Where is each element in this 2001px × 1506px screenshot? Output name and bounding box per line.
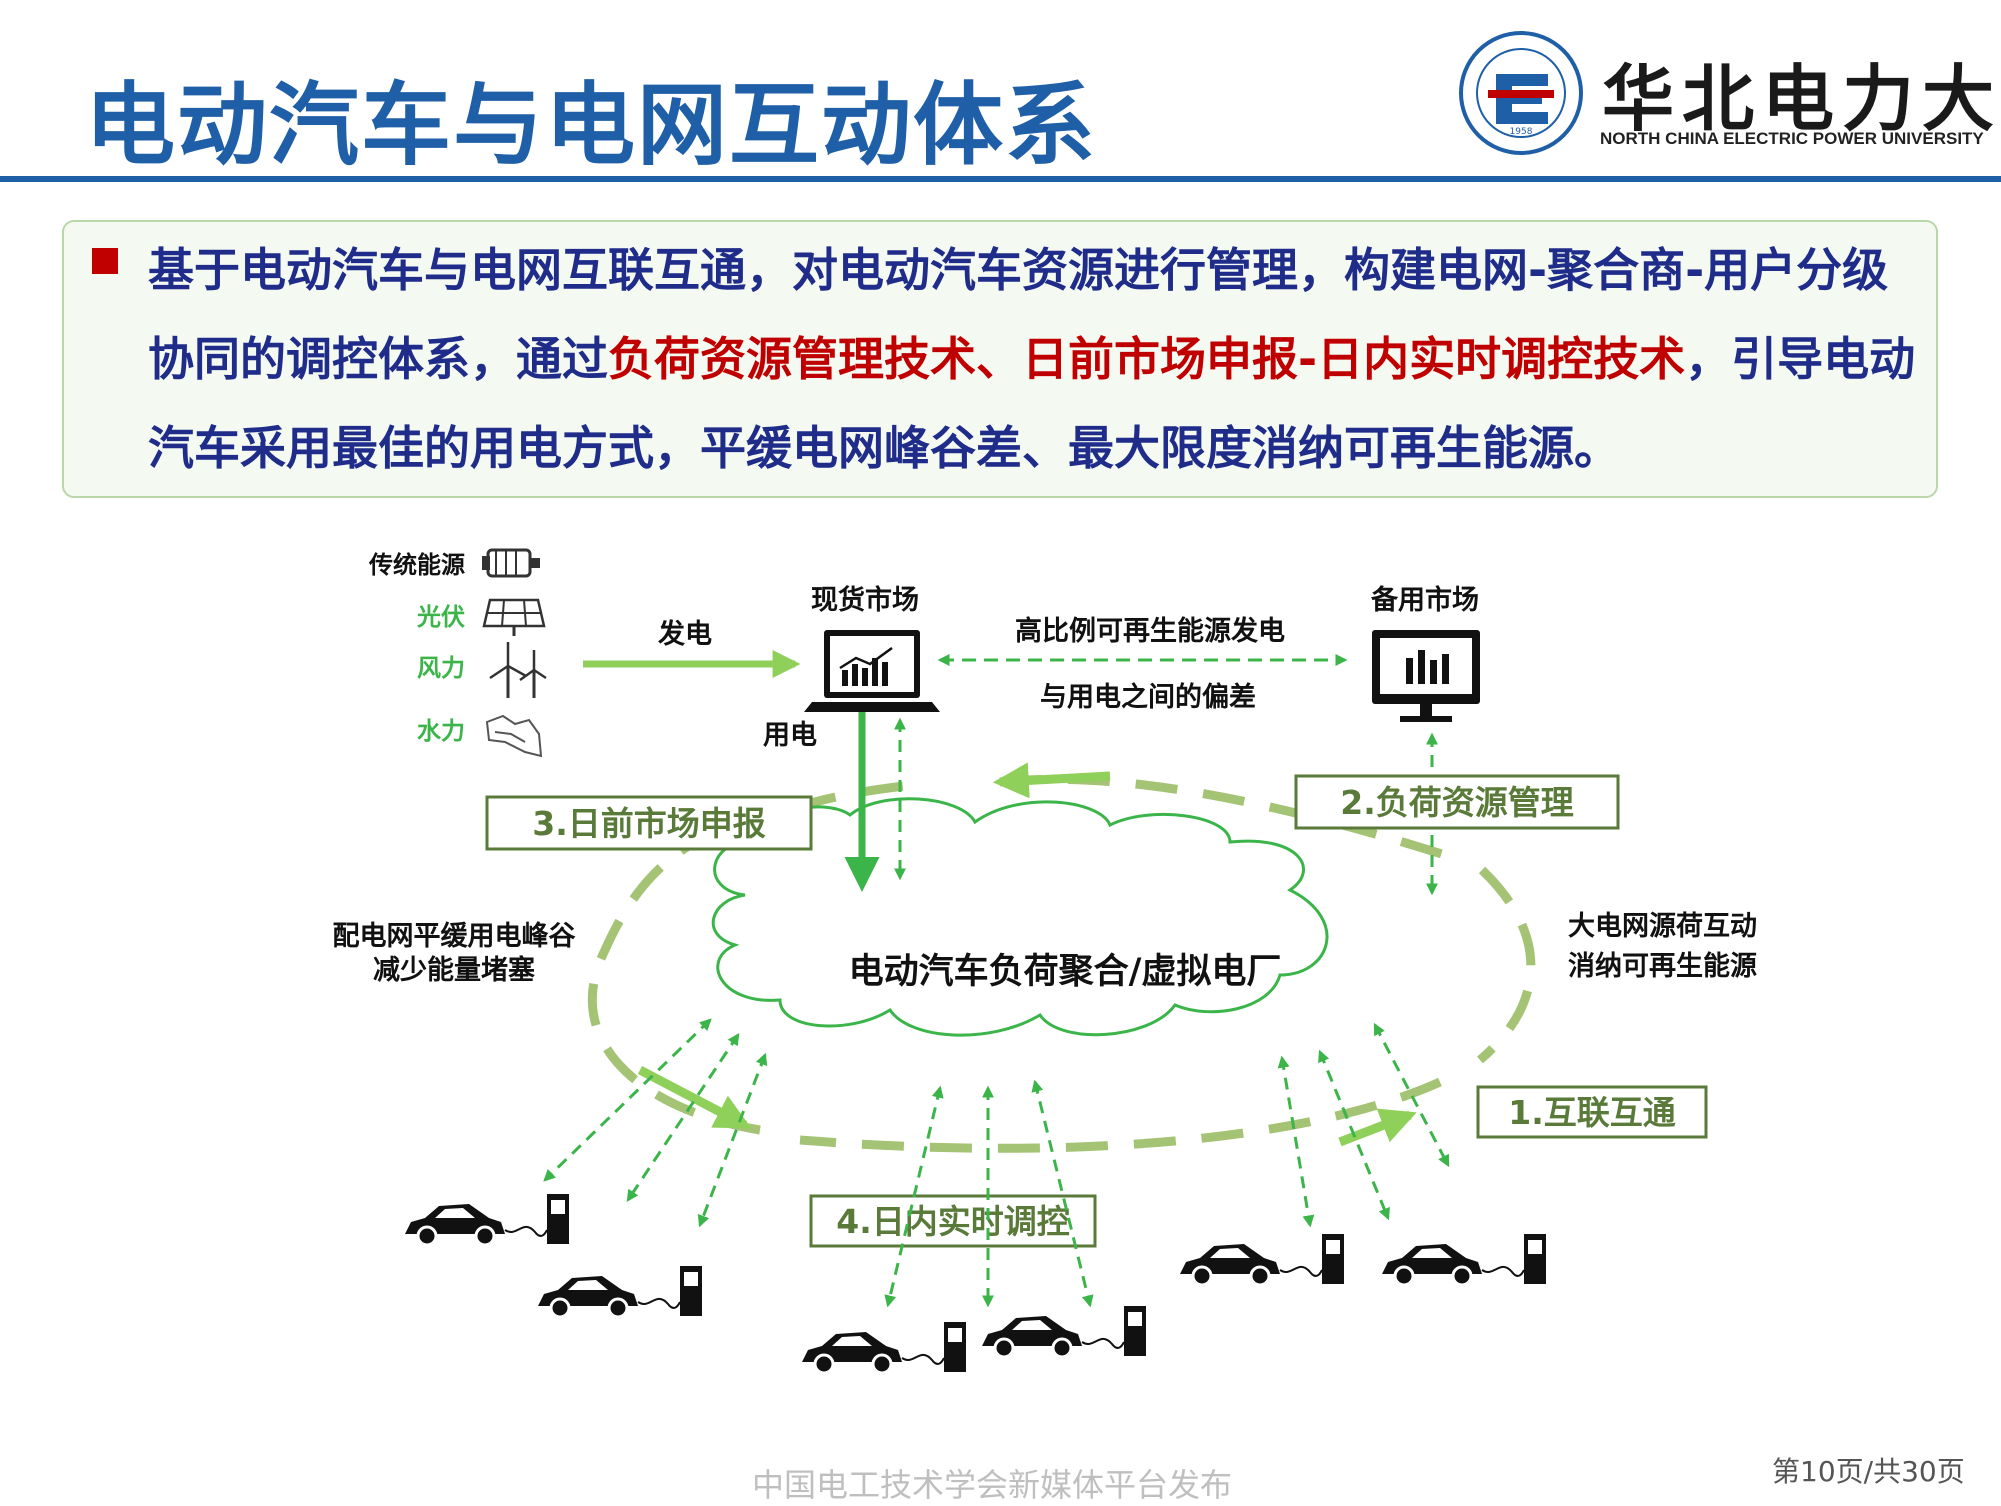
left-note-line1: 配电网平缓用电峰谷 xyxy=(333,921,577,952)
consumption-label: 用电 xyxy=(763,720,817,751)
laptop-chart-icon xyxy=(804,630,940,712)
source-solar: 光伏 xyxy=(416,603,465,631)
intro-part1: 基于电动汽车与电网互联互通，对电动汽车资源进行管理，构建电网-聚合商-用户分级协… xyxy=(148,243,1889,386)
header-divider xyxy=(0,176,2001,182)
solar-panel-icon xyxy=(482,598,546,636)
ev-charging-icon xyxy=(403,1192,571,1247)
ev-charging-icon xyxy=(1178,1232,1346,1287)
svg-text:2.负荷资源管理: 2.负荷资源管理 xyxy=(1340,783,1574,822)
ev-charging-icon xyxy=(1380,1232,1548,1287)
step-2-box: 2.负荷资源管理 xyxy=(1294,774,1620,830)
ev-charging-icon xyxy=(800,1320,968,1375)
university-seal-icon: 1958 xyxy=(1458,30,1584,156)
university-name-cn: 华北电力大学 xyxy=(1602,56,2001,141)
svg-text:1.互联互通: 1.互联互通 xyxy=(1508,1093,1676,1132)
svg-text:4.日内实时调控: 4.日内实时调控 xyxy=(836,1202,1070,1241)
spot-market-label: 现货市场 xyxy=(811,584,919,616)
cloud-label: 电动汽车负荷聚合/虚拟电厂 xyxy=(849,952,1282,992)
footer-source: 中国电工技术学会新媒体平台发布 xyxy=(752,1466,1233,1504)
dam-icon xyxy=(485,714,543,758)
ev-charging-icon xyxy=(980,1304,1148,1359)
ring-arrow-top xyxy=(992,762,1111,799)
ev-link-arrows xyxy=(543,1018,1450,1308)
source-wind: 风力 xyxy=(417,654,465,682)
svg-text:3.日前市场申报: 3.日前市场申报 xyxy=(532,804,766,843)
page-title: 电动汽车与电网互动体系 xyxy=(85,73,1097,178)
step-1-box: 1.互联互通 xyxy=(1476,1085,1708,1139)
source-hydro: 水力 xyxy=(417,717,465,745)
intro-part2: ，引导电动汽车采用最佳的用电方式，平缓电网峰谷差、最大限度消纳可再生能源。 xyxy=(148,332,1916,475)
reserve-market-label: 备用市场 xyxy=(1370,584,1479,616)
intro-paragraph: 基于电动汽车与电网互联互通，对电动汽车资源进行管理，构建电网-聚合商-用户分级协… xyxy=(148,226,1918,493)
monitor-chart-icon xyxy=(1372,630,1480,722)
right-note-line2: 消纳可再生能源 xyxy=(1568,950,1757,982)
ev-charging-icon xyxy=(536,1264,704,1319)
left-note-line2: 减少能量堵塞 xyxy=(373,954,535,986)
deviation-label-top: 高比例可再生能源发电 xyxy=(1015,615,1285,647)
university-name-en: NORTH CHINA ELECTRIC POWER UNIVERSITY xyxy=(1600,129,1984,148)
intro-highlight: 负荷资源管理技术、日前市场申报-日内实时调控技术 xyxy=(608,332,1686,386)
wind-turbine-icon xyxy=(489,642,547,698)
intro-box xyxy=(62,220,1938,498)
svg-text:1958: 1958 xyxy=(1510,127,1533,137)
step-4-box: 4.日内实时调控 xyxy=(809,1194,1097,1248)
bullet-square-icon xyxy=(92,248,118,274)
generation-label: 发电 xyxy=(657,618,712,650)
source-traditional: 传统能源 xyxy=(368,551,465,579)
step-3-box: 3.日前市场申报 xyxy=(485,795,813,851)
generator-icon xyxy=(482,548,540,578)
deviation-label-bottom: 与用电之间的偏差 xyxy=(1040,681,1256,713)
page-number: 第10页/共30页 xyxy=(1772,1455,1965,1488)
right-note-line1: 大电网源荷互动 xyxy=(1568,911,1757,942)
